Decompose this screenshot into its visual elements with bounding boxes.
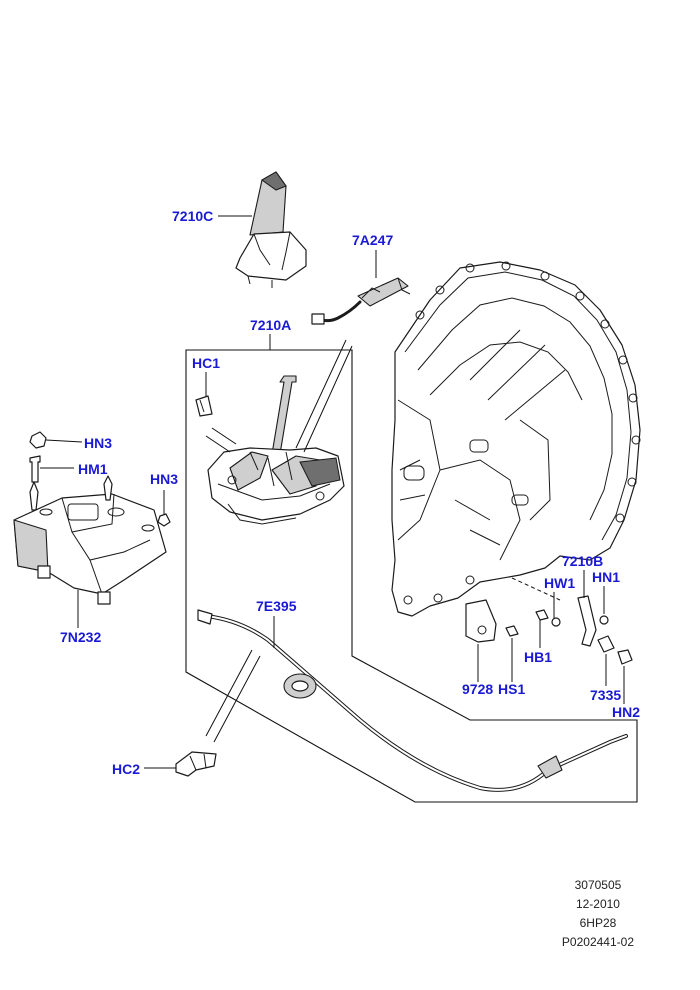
stud-hm1-drawing [29, 455, 41, 483]
transmission-model: 6HP28 [579, 916, 617, 930]
cable-drawing [197, 609, 628, 792]
reference-date: 12-2010 [575, 897, 620, 911]
label-9728: 9728 [462, 681, 493, 697]
label-hw1: HW1 [544, 575, 575, 591]
small-parts-drawing [465, 595, 633, 665]
label-7210c: 7210C [172, 208, 213, 224]
selector-assembly-drawing [207, 375, 345, 525]
label-hn2: HN2 [612, 704, 640, 720]
label-hn3-left: HN3 [84, 435, 112, 451]
label-hm1: HM1 [78, 461, 108, 477]
label-hc2: HC2 [112, 761, 140, 777]
harness-drawing [311, 277, 411, 325]
nut-hn3-drawing [29, 431, 47, 449]
label-hb1: HB1 [524, 649, 552, 665]
gear-knob-drawing [235, 171, 307, 288]
label-7210a: 7210A [250, 317, 291, 333]
label-7e395: 7E395 [256, 598, 297, 614]
clip-hc2-drawing [175, 751, 217, 777]
drawing-reference-block: 3070505 12-2010 6HP28 P0202441-02 [562, 876, 634, 952]
label-hn1: HN1 [592, 569, 620, 585]
label-7335: 7335 [590, 687, 621, 703]
leader-lines [40, 215, 625, 769]
clip-hc1-drawing [195, 395, 213, 417]
label-7n232: 7N232 [60, 629, 101, 645]
label-7a247: 7A247 [352, 232, 393, 248]
assembly-frame [185, 334, 638, 803]
reference-number: 3070505 [574, 878, 622, 892]
illustration-code: P0202441-02 [561, 935, 634, 949]
callout-labels: 7210C 7A247 7210A HC1 HN3 HM1 HN3 7N232 … [60, 208, 640, 777]
label-7210b: 7210B [562, 553, 603, 569]
label-hn3-right: HN3 [150, 471, 178, 487]
label-hs1: HS1 [498, 681, 525, 697]
label-hc1: HC1 [192, 355, 220, 371]
transmission-housing-drawing [391, 261, 641, 617]
bracket-drawing [13, 475, 171, 605]
